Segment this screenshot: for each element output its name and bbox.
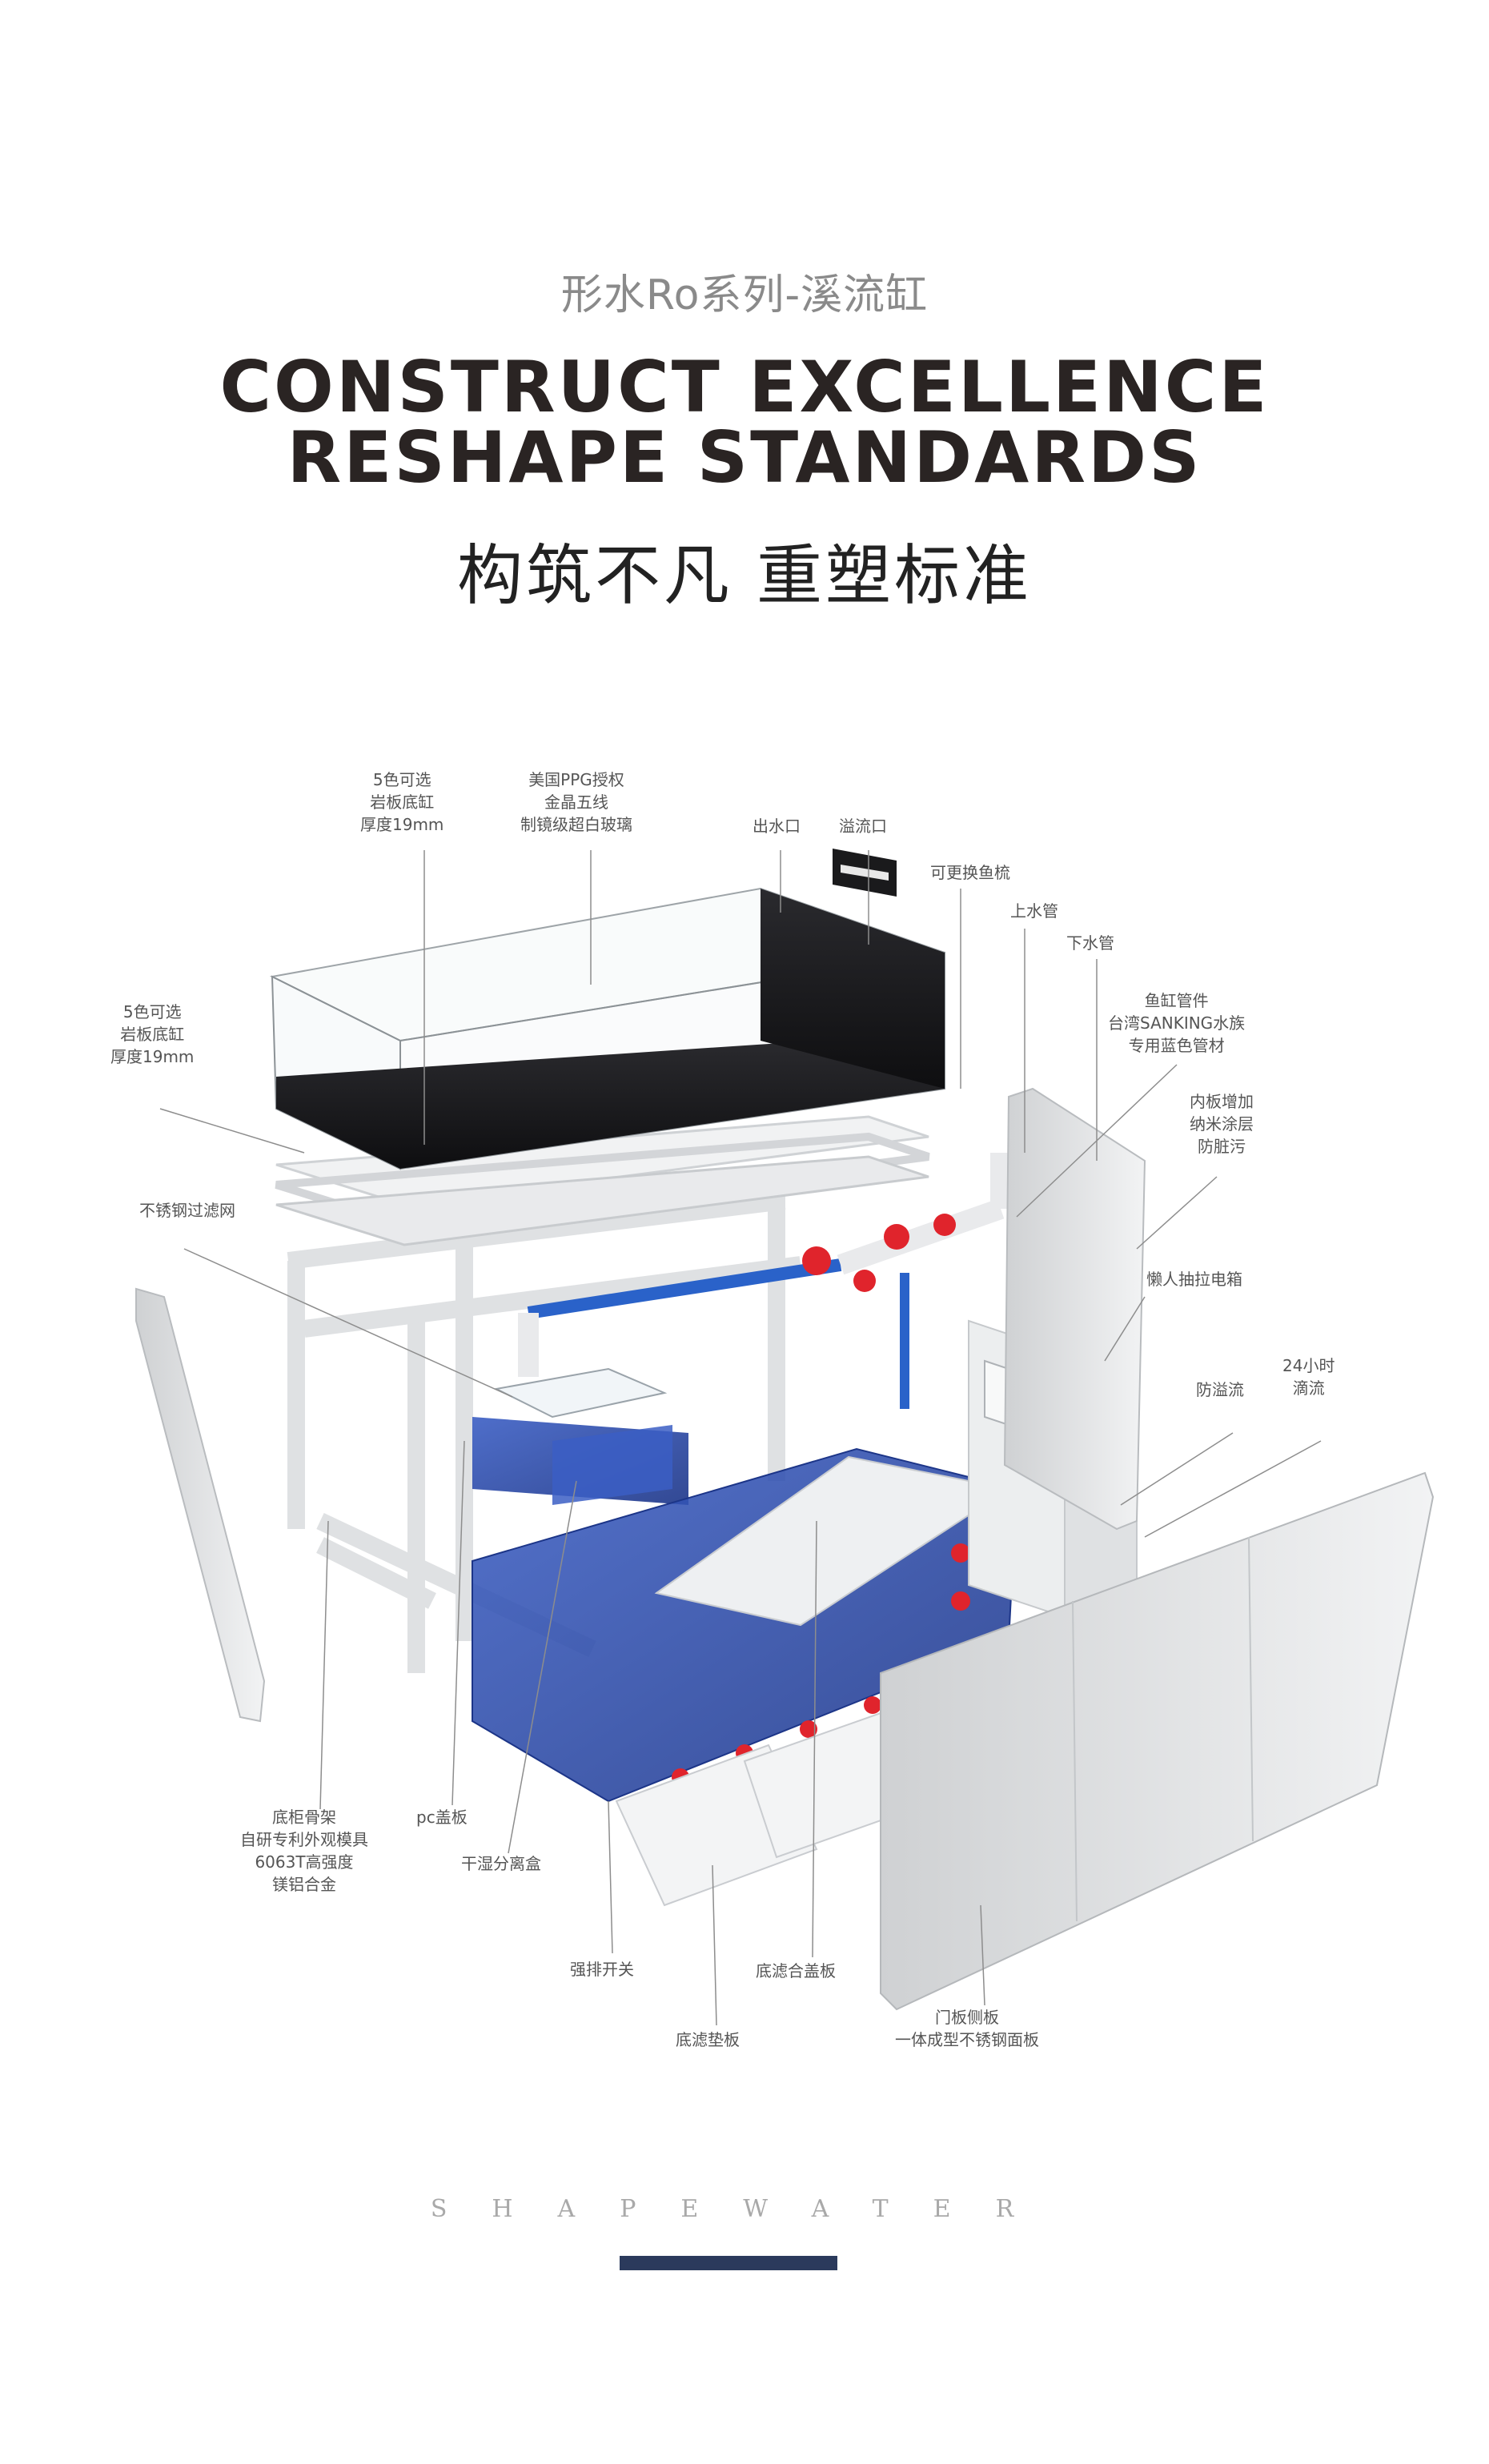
label-pipe-material: 鱼缸管件台湾SANKING水族专用蓝色管材 (1108, 991, 1246, 1055)
sump-pads (615, 1712, 914, 1907)
label-filter-net: 不锈钢过滤网 (139, 1201, 235, 1220)
label-anti-overflow: 防溢流 (1196, 1380, 1244, 1399)
dry-wet-box (493, 1367, 672, 1505)
plumbing (518, 1153, 1011, 1409)
label-drip: 24小时滴流 (1282, 1356, 1335, 1398)
accent-bar (620, 2256, 837, 2270)
headline-line-1: CONSTRUCT EXCELLENCE (219, 346, 1270, 428)
label-up-pipe: 上水管 (1010, 901, 1058, 921)
label-overflow: 溢流口 (839, 817, 887, 836)
label-glass: 美国PPG授权金晶五线制镜级超白玻璃 (520, 770, 632, 834)
right-rear-panel (1003, 1087, 1146, 1531)
label-power-box: 懒人抽拉电箱 (1146, 1270, 1242, 1289)
series-subtitle: 形水Ro系列-溪流缸 (560, 271, 929, 319)
label-sump-cover: 底滤合盖板 (756, 1961, 836, 1980)
label-rock-tank-left: 5色可选岩板底缸厚度19mm (110, 1002, 195, 1066)
left-side-panel (135, 1287, 266, 1723)
label-pc-cover: pc盖板 (416, 1808, 468, 1827)
chinese-title: 构筑不凡 重塑标准 (456, 538, 1033, 614)
label-door-panel: 门板侧板一体成型不锈钢面板 (895, 2008, 1039, 2049)
leader-lines (159, 850, 1322, 2026)
cabinet-frame (287, 1192, 802, 1673)
label-drain-switch: 强排开关 (570, 1960, 634, 1979)
label-dry-wet-box: 干湿分离盒 (461, 1854, 541, 1873)
label-down-pipe: 下水管 (1066, 933, 1114, 953)
label-rock-tank: 5色可选岩板底缸厚度19mm (360, 770, 444, 834)
label-sump-pad: 底滤垫板 (676, 2030, 740, 2049)
brand-wordmark: SHAPEWATER (430, 2195, 1059, 2223)
headline-line-2: RESHAPE STANDARDS (287, 416, 1202, 499)
label-comb: 可更换鱼梳 (930, 863, 1010, 882)
tank-stand (275, 1115, 930, 1246)
label-outlet: 出水口 (753, 817, 801, 836)
front-door-panel (880, 1471, 1435, 2011)
label-nano-coating: 内板增加纳米涂层防脏污 (1190, 1092, 1254, 1156)
glass-tank (269, 849, 945, 1170)
